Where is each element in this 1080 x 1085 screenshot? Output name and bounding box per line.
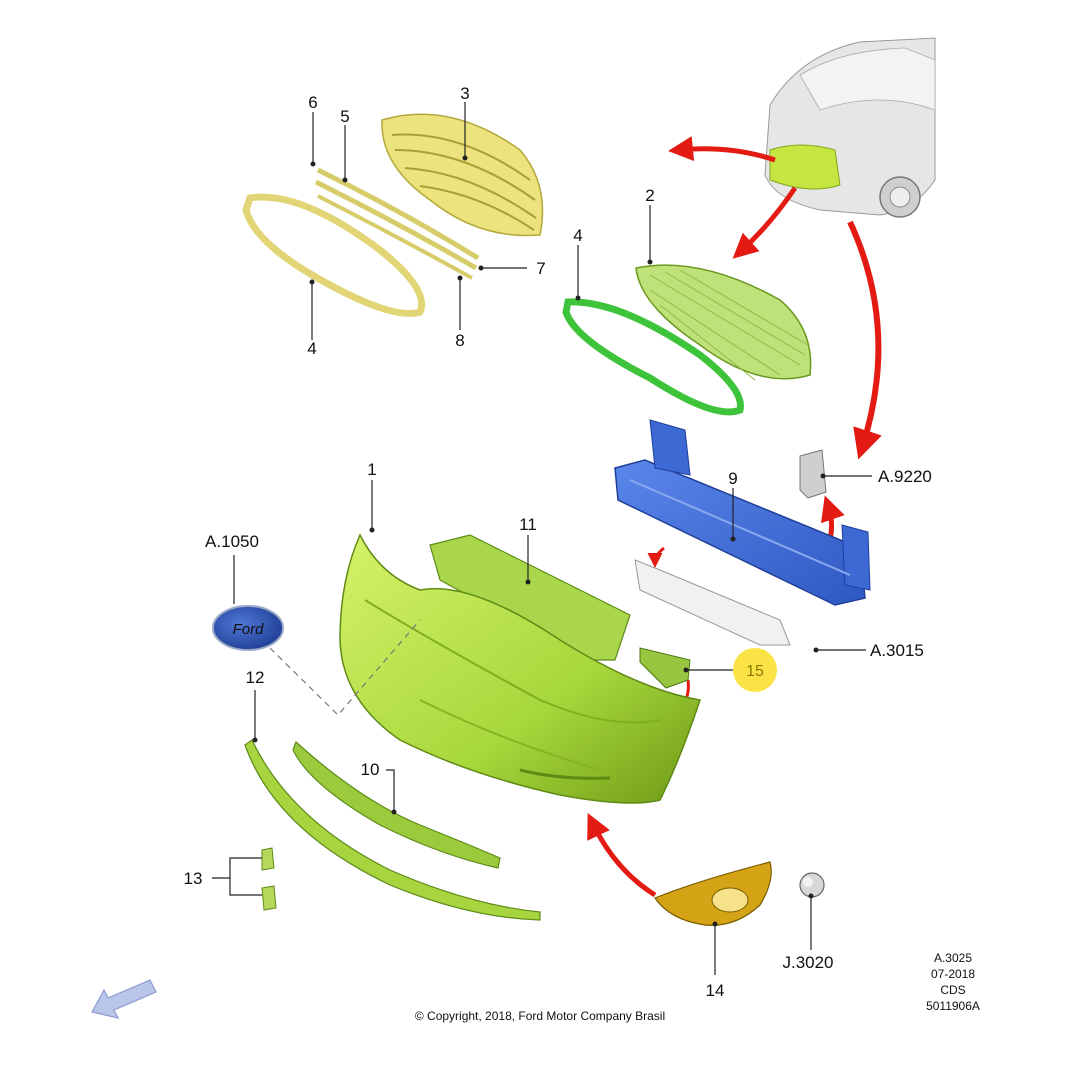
ref-a1050: A.1050 [205,532,259,551]
part-4-grille-frame-right [562,298,744,416]
vehicle-illustration [764,37,936,218]
callout-11: 11 [519,515,537,534]
callout-numbers: 6 5 3 4 7 8 2 4 9 1 11 12 10 13 14 [184,84,738,1000]
callout-10: 10 [361,760,380,779]
part-14-fog-lamp-bezel [654,861,772,926]
callout-15-highlight[interactable]: 15 [733,648,777,692]
callout-14: 14 [706,981,725,1000]
part-11-upper-bracket [429,534,631,661]
part-13-fasteners [261,847,277,911]
part-3-upper-grille [381,113,544,237]
part-15-bracket [639,647,691,689]
callout-12: 12 [246,668,265,687]
fog-lamp-j3020 [799,872,825,898]
meta-line-4: 5011906A [926,999,980,1013]
ford-oval-emblem: Ford [212,605,284,651]
highlight-circle [733,648,777,692]
callout-15: 15 [746,663,764,680]
ref-j3020: J.3020 [782,953,833,972]
energy-absorber-a3015 [634,559,791,646]
part-1-bumper-cover [339,533,701,804]
callout-6: 6 [308,93,317,112]
part-12-lower-trim [244,739,541,921]
copyright-text: © Copyright, 2018, Ford Motor Company Br… [415,1009,665,1023]
leader-lines [212,102,872,975]
callout-13: 13 [184,869,203,888]
callout-5: 5 [340,107,349,126]
callout-9: 9 [728,469,737,488]
meta-line-3: CDS [940,983,965,997]
part-5-grille-slats [314,167,480,280]
callout-3: 3 [460,84,469,103]
callout-4-left: 4 [307,339,316,358]
part-4-grille-frame-left [242,193,426,317]
reference-labels: A.1050 A.9220 A.3015 J.3020 [205,467,932,972]
ref-a9220: A.9220 [878,467,932,486]
emblem-placement-line [269,619,421,716]
ref-a3015: A.3015 [870,641,924,660]
callout-7: 7 [536,259,545,278]
callout-8: 8 [455,331,464,350]
callout-4-right: 4 [573,226,582,245]
part-2-mesh-grille [635,264,812,381]
drawing-metadata: A.3025 07-2018 CDS 5011906A [926,951,980,1013]
emblem-text: Ford [233,621,265,638]
part-9-bumper-reinforcement [614,419,871,606]
callout-1: 1 [367,460,376,479]
meta-line-1: A.3025 [934,951,972,965]
back-arrow-icon[interactable] [91,979,157,1019]
meta-line-2: 07-2018 [931,967,975,981]
part-10-lower-grille [292,740,501,869]
bracket-a9220 [799,449,827,499]
callout-2: 2 [645,186,654,205]
